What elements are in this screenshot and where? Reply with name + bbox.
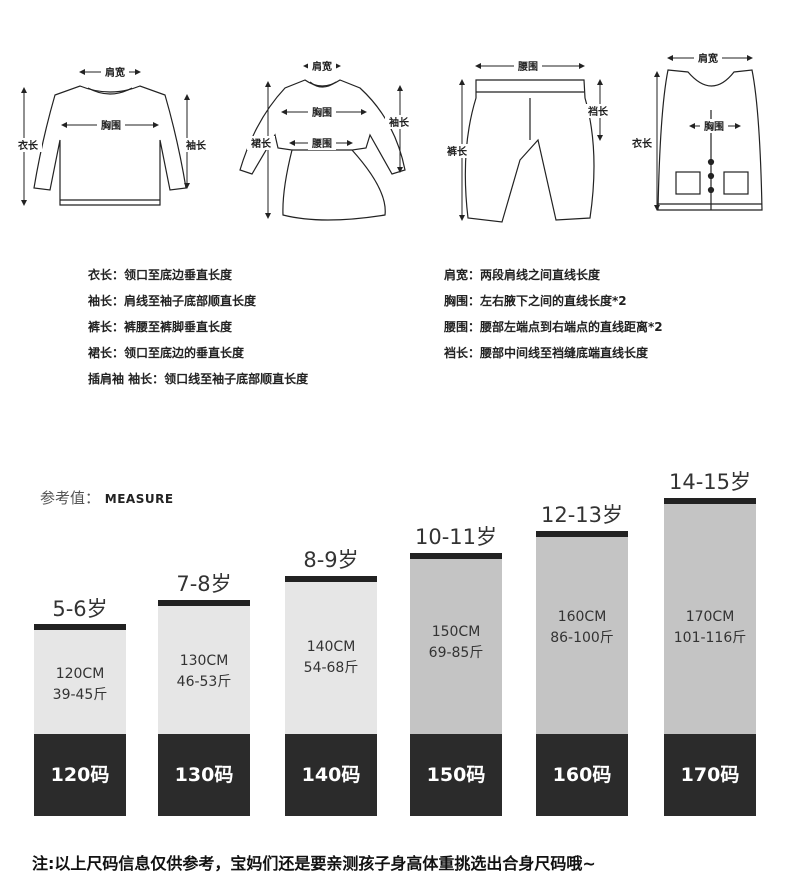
- garment-diagrams: 肩宽 胸围 衣长 袖长 肩宽 胸围 腰围 裙长 袖长 腰围 裆长 裤长 肩宽 胸…: [14, 51, 763, 223]
- column-top-bar: [285, 576, 377, 582]
- pants-length-label: 裤长: [447, 145, 468, 158]
- definition-item: 插肩袖 袖长：领口线至袖子底部顺直长度: [88, 372, 309, 386]
- sweater-length-label: 衣长: [18, 139, 39, 152]
- size-label: 150码: [410, 734, 502, 816]
- height-value: 120CM: [55, 666, 105, 682]
- column-info: 150CM 69-85斤: [410, 622, 502, 664]
- dress-chest-label: 胸围: [312, 106, 332, 119]
- column-fill: [34, 630, 126, 734]
- weight-value: 54-68斤: [303, 660, 359, 676]
- height-value: 150CM: [431, 624, 481, 640]
- column-info: 140CM 54-68斤: [285, 637, 377, 679]
- height-value: 160CM: [557, 609, 607, 625]
- sweater-sleeve-label: 袖长: [185, 139, 207, 152]
- vest-chest-label: 胸围: [704, 120, 724, 133]
- weight-value: 46-53斤: [176, 674, 232, 690]
- column-top-bar: [536, 531, 628, 537]
- column-fill: [410, 559, 502, 734]
- column-fill: [536, 537, 628, 734]
- height-value: 170CM: [685, 609, 735, 625]
- column-fill: [158, 606, 250, 734]
- definition-item: 腰围：腰部左端点到右端点的直线距离*2: [444, 320, 663, 334]
- age-range: 5-6岁: [52, 597, 108, 621]
- pants-illustration: [464, 79, 595, 223]
- pants-rise-label: 裆长: [587, 105, 609, 118]
- weight-value: 101-116斤: [673, 630, 747, 646]
- age-range: 12-13岁: [540, 503, 624, 527]
- sweater-illustration: [33, 85, 187, 206]
- vest-length-label: 衣长: [632, 137, 653, 150]
- dress-length-label: 裙长: [251, 137, 272, 150]
- dress-waist-label: 腰围: [311, 138, 332, 150]
- height-value: 140CM: [306, 639, 356, 655]
- column-fill: [285, 582, 377, 734]
- sweater-chest-label: 胸围: [101, 119, 121, 132]
- definition-item: 衣长：领口至底边垂直长度: [88, 268, 233, 282]
- column-top-bar: [158, 600, 250, 606]
- reference-label-cn: 参考值：: [40, 489, 101, 507]
- size-label: 140码: [285, 734, 377, 816]
- column-info: 130CM 46-53斤: [158, 651, 250, 693]
- height-value: 130CM: [179, 653, 229, 669]
- definition-item: 裙长：领口至底边的垂直长度: [88, 346, 245, 360]
- vest-illustration: [657, 69, 763, 211]
- column-info: 120CM 39-45斤: [34, 664, 126, 706]
- vest-shoulder-label: 肩宽: [698, 52, 718, 65]
- dress-shoulder-label: 肩宽: [312, 60, 332, 73]
- column-info: 170CM 101-116斤: [664, 607, 756, 649]
- size-label: 120码: [34, 734, 126, 816]
- definitions-left: 衣长：领口至底边垂直长度 袖长：肩线至袖子底部顺直长度 裤长：裤腰至裤脚垂直长度…: [88, 262, 308, 392]
- age-range: 7-8岁: [176, 572, 232, 596]
- definition-item: 袖长：肩线至袖子底部顺直长度: [88, 294, 257, 308]
- weight-value: 86-100斤: [550, 630, 614, 646]
- definition-item: 肩宽：两段肩线之间直线长度: [444, 268, 601, 282]
- column-top-bar: [34, 624, 126, 630]
- reference-label-en: MEASURE: [104, 492, 174, 506]
- column-info: 160CM 86-100斤: [536, 607, 628, 649]
- definition-item: 裤长：裤腰至裤脚垂直长度: [88, 320, 233, 334]
- definition-item: 裆长：腰部中间线至裆缝底端直线长度: [444, 346, 649, 360]
- sweater-shoulder-label: 肩宽: [105, 66, 125, 79]
- column-top-bar: [664, 498, 756, 504]
- size-label: 170码: [664, 734, 756, 816]
- dress-sleeve-label: 袖长: [388, 116, 410, 129]
- reference-label: 参考值： MEASURE: [40, 487, 174, 508]
- weight-value: 39-45斤: [52, 687, 108, 703]
- age-range: 10-11岁: [414, 525, 498, 549]
- age-range: 14-15岁: [668, 470, 752, 494]
- footnote: 注:以上尺码信息仅供参考，宝妈们还是要亲测孩子身高体重挑选出合身尺码哦~: [32, 854, 596, 873]
- age-range: 8-9岁: [303, 548, 359, 572]
- weight-value: 69-85斤: [428, 645, 484, 661]
- size-label: 160码: [536, 734, 628, 816]
- definitions-right: 肩宽：两段肩线之间直线长度 胸围：左右腋下之间的直线长度*2 腰围：腰部左端点到…: [444, 262, 663, 366]
- column-fill: [664, 504, 756, 734]
- pants-waist-label: 腰围: [517, 61, 538, 73]
- column-top-bar: [410, 553, 502, 559]
- size-label: 130码: [158, 734, 250, 816]
- definition-item: 胸围：左右腋下之间的直线长度*2: [444, 294, 627, 308]
